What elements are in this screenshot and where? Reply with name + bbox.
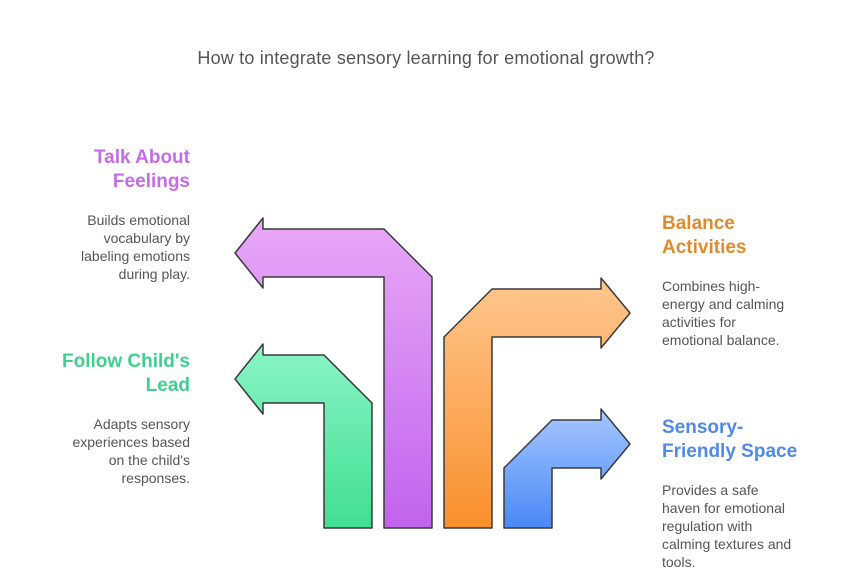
item-sensory-friendly-space: Sensory- Friendly Space Provides a safe … xyxy=(662,416,842,571)
item-balance-activities: Balance Activities Combines high- energy… xyxy=(662,212,842,349)
item-description: Provides a safe haven for emotional regu… xyxy=(662,482,792,570)
arrow-follow-childs-lead xyxy=(234,343,373,529)
arrow-sensory-friendly-space xyxy=(503,408,631,529)
item-title: Balance Activities xyxy=(662,213,747,258)
item-description: Builds emotional vocabulary by labeling … xyxy=(81,212,190,282)
item-title: Sensory- Friendly Space xyxy=(662,417,798,462)
item-title: Talk About Feelings xyxy=(93,147,190,192)
arrow-balance-activities xyxy=(443,277,631,529)
item-follow-childs-lead: Follow Child's Lead Adapts sensory exper… xyxy=(0,350,190,487)
item-talk-about-feelings: Talk About Feelings Builds emotional voc… xyxy=(0,146,190,283)
item-description: Adapts sensory experiences based on the … xyxy=(72,416,190,486)
arrow-talk-about-feelings xyxy=(234,217,433,529)
page-title: How to integrate sensory learning for em… xyxy=(197,48,655,68)
item-description: Combines high- energy and calming activi… xyxy=(662,278,785,348)
item-title: Follow Child's Lead xyxy=(61,351,190,396)
